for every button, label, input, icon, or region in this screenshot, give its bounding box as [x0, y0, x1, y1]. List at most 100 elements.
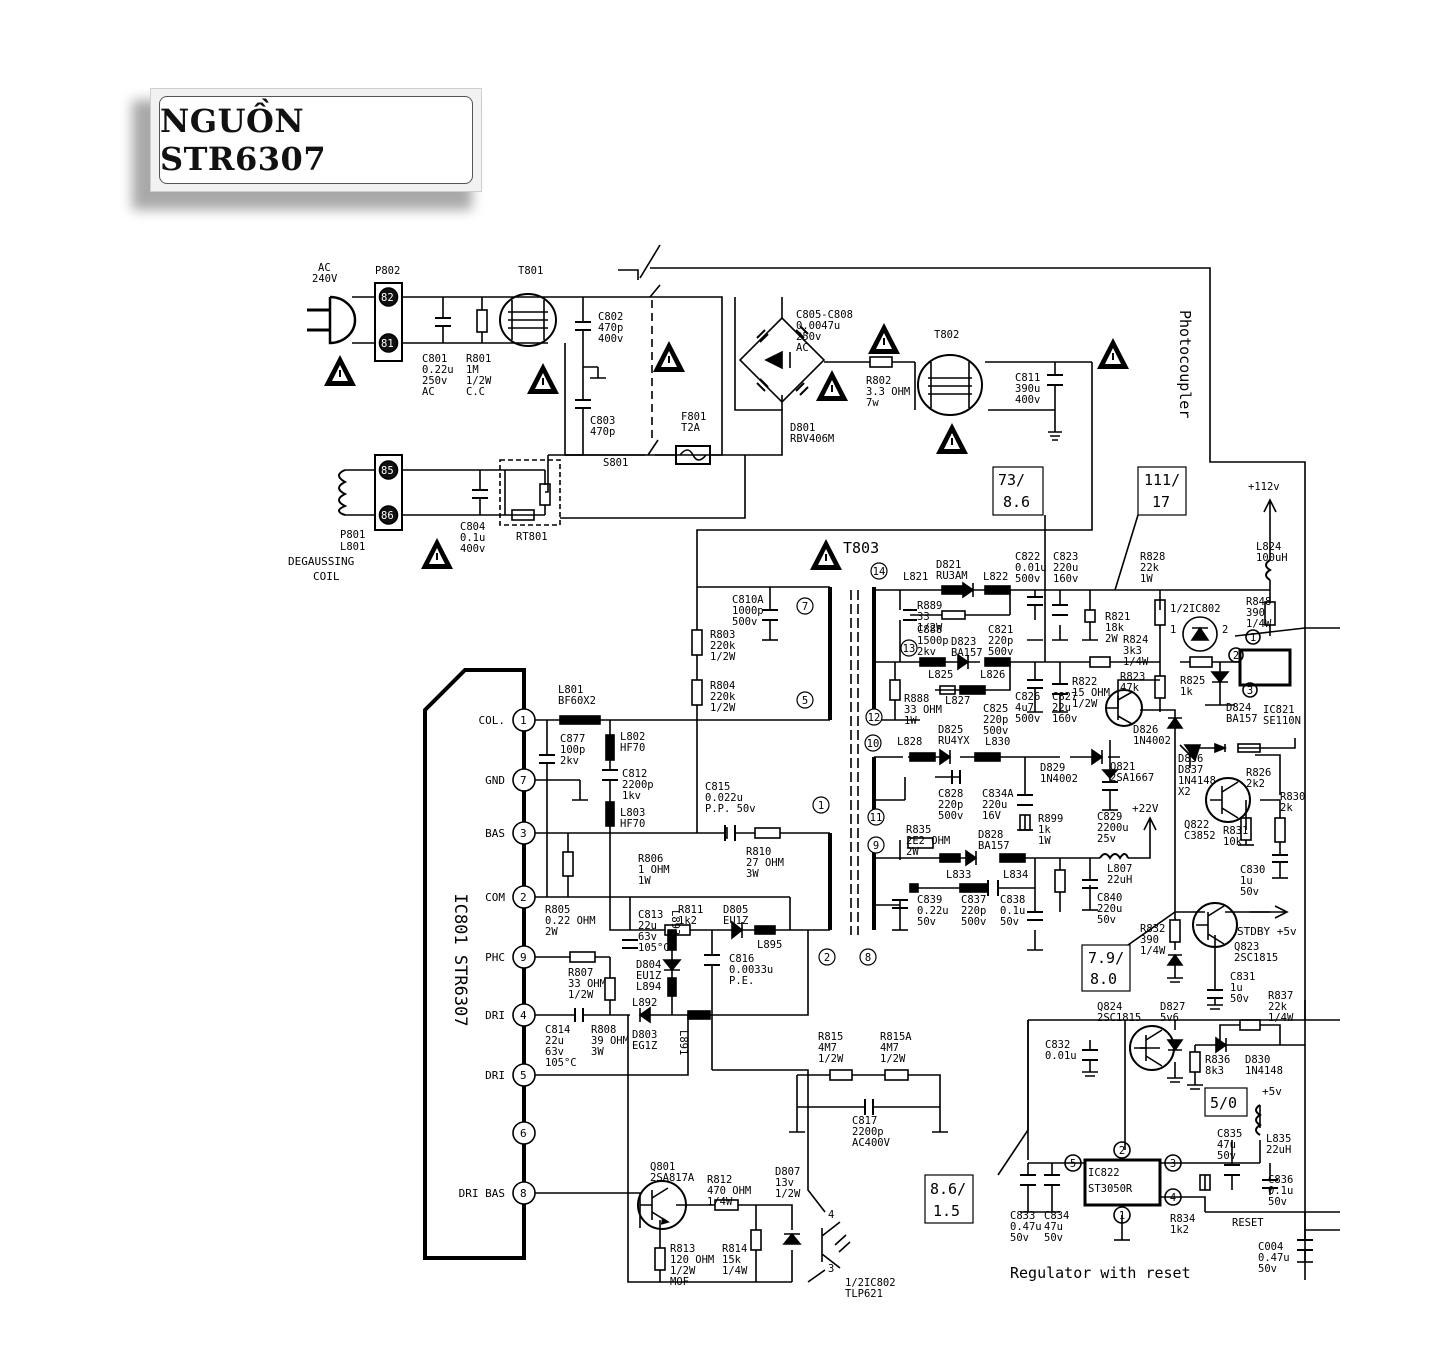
label-c811: C811 — [1015, 372, 1040, 384]
label-d827: D827 — [1160, 1001, 1185, 1013]
label-r814: R814 — [722, 1243, 747, 1255]
label-c835: 50v — [1217, 1150, 1236, 1162]
degauss-label-1: DEGAUSSING — [288, 555, 354, 568]
label-d805: EU1Z — [723, 915, 748, 927]
label-c816: C816 — [729, 953, 754, 965]
label-d823: BA157 — [951, 647, 983, 659]
label-r815: R815 — [818, 1031, 843, 1043]
label-d804: EU1Z — [636, 970, 661, 982]
l801-coil-label: L801 — [340, 541, 365, 553]
label-c888: 1500p — [917, 635, 949, 647]
label-r810: 3W — [746, 868, 759, 880]
label-l803: L803 — [620, 807, 645, 819]
s801-label: S801 — [603, 457, 628, 469]
warning-icon — [810, 539, 842, 570]
label-l894: L894 — [636, 981, 661, 993]
label-d804: D804 — [636, 959, 661, 971]
label-c835: C835 — [1217, 1128, 1242, 1140]
label-r828: 22k — [1140, 562, 1160, 574]
label-c801: C801 — [422, 353, 447, 365]
warning-icon — [421, 538, 453, 569]
label-c829: C829 — [1097, 811, 1122, 823]
label-c804: C804 — [460, 521, 485, 533]
label-c814: C814 — [545, 1024, 570, 1036]
label-c834: 47u — [1044, 1221, 1063, 1233]
label-l835: 22uH — [1266, 1144, 1291, 1156]
pin-number-circle — [900, 639, 918, 657]
pin-number-circle — [796, 691, 814, 709]
label-d821: RU3AM — [936, 570, 968, 582]
label-c837: C837 — [961, 894, 986, 906]
label-r801: 1M — [466, 364, 479, 376]
ic801-pin-number: 9 — [520, 951, 527, 964]
label-r806: R806 — [638, 853, 663, 865]
label-c837: 500v — [961, 916, 986, 928]
pin-number: 11 — [870, 812, 883, 824]
label-r888: 33 OHM — [904, 704, 942, 716]
label-d827: 5v6 — [1160, 1012, 1179, 1024]
label-c835: 47u — [1217, 1139, 1236, 1151]
label-c830: 1u — [1240, 875, 1253, 887]
ic801-pin-label: PHC — [485, 951, 505, 964]
label-c801: 0.22u — [422, 364, 454, 376]
label-c838: 50v — [1000, 916, 1019, 928]
p801-label: P801 — [340, 529, 365, 541]
label-c810a: 500v — [732, 616, 757, 628]
page-title: NGUỒN STR6307 — [160, 102, 327, 178]
label-r803: R803 — [710, 629, 735, 641]
label-c813: 22u — [638, 920, 657, 932]
label-ic821: SE110N — [1263, 715, 1301, 727]
pin-number: 12 — [868, 712, 881, 724]
warning-icon — [816, 370, 848, 401]
label-c834: C834 — [1044, 1210, 1069, 1222]
label-d823: D823 — [951, 636, 976, 648]
warning-icon — [1097, 338, 1129, 369]
pin-number-circle — [867, 808, 885, 826]
label-r889: 33 — [917, 611, 930, 623]
ic802-pin: 3 — [828, 1263, 834, 1275]
ic801-pin-circle — [512, 1003, 536, 1027]
ic801-pin-number: 8 — [520, 1187, 527, 1200]
label-c830: 50v — [1240, 886, 1259, 898]
label-c833: C833 — [1010, 1210, 1035, 1222]
label-r806: 1W — [638, 875, 651, 887]
label-r821: R821 — [1105, 611, 1130, 623]
label-c840: 220u — [1097, 903, 1122, 915]
label-ic802b: 1/2IC802 — [845, 1277, 896, 1289]
label-c822: C822 — [1015, 551, 1040, 563]
pin-number: 2 — [1233, 650, 1239, 662]
p802-label: P802 — [375, 265, 400, 277]
ic822-name: IC822 — [1088, 1167, 1120, 1179]
label-c829: 2200u — [1097, 822, 1129, 834]
label-c825: 220p — [983, 714, 1008, 726]
ic801-pin-circle — [512, 1181, 536, 1205]
label-l807: L807 — [1107, 863, 1132, 875]
label-r834: R834 — [1170, 1213, 1195, 1225]
v5-label: +5v — [1262, 1085, 1282, 1098]
box-73-line1: 73/ — [998, 471, 1025, 489]
pin-number: 14 — [873, 566, 886, 578]
label-d836: D836 — [1178, 753, 1203, 765]
pin-number-circle — [864, 734, 882, 752]
label-d825: RU4YX — [938, 735, 970, 747]
label-r888: 1W — [904, 715, 917, 727]
label-c805: 250v — [796, 331, 821, 343]
label-c833: 0.47u — [1010, 1221, 1042, 1233]
label-c813: 63v — [638, 931, 657, 943]
label-r888: R888 — [904, 693, 929, 705]
label-c888: C888 — [917, 624, 942, 636]
label-c827: 160v — [1052, 713, 1077, 725]
label-r806: 1 OHM — [638, 864, 670, 876]
ic801-name: IC801 STR6307 — [450, 893, 470, 1026]
label-r823: 47k — [1120, 682, 1140, 694]
label-r815: 1/2W — [818, 1053, 844, 1065]
pin-number-circle — [867, 836, 885, 854]
pin-number-circle — [796, 597, 814, 615]
label-c825: 500v — [983, 725, 1008, 737]
ac-label: AC — [318, 262, 331, 274]
label-c817: 2200p — [852, 1126, 884, 1138]
label-c877: 100p — [560, 744, 585, 756]
label-c812: 2200p — [622, 779, 654, 791]
label-d824: BA157 — [1226, 713, 1258, 725]
